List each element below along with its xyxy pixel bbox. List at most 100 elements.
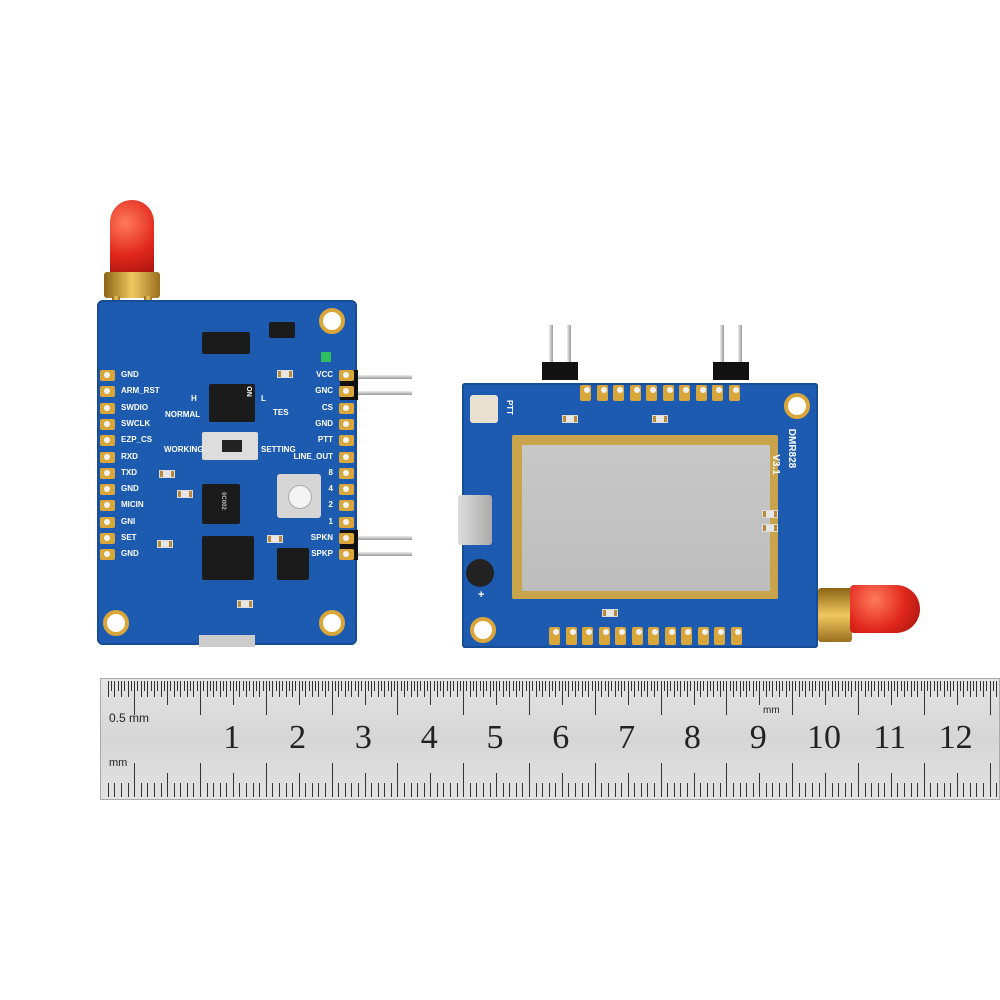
ruler-tick bbox=[792, 681, 794, 715]
ruler-tick bbox=[292, 681, 294, 697]
ruler-tick bbox=[640, 681, 642, 697]
smd-component bbox=[237, 600, 253, 608]
ruler-tick bbox=[568, 783, 570, 797]
ruler-tick bbox=[190, 681, 192, 691]
ruler-tick bbox=[706, 783, 708, 797]
ruler-tick bbox=[877, 783, 879, 797]
pin-label: GNC bbox=[315, 386, 333, 396]
ruler-bottom-unit: mm bbox=[109, 757, 128, 769]
edge-pad bbox=[339, 451, 354, 463]
ruler-tick bbox=[785, 681, 787, 697]
ruler-tick bbox=[917, 681, 919, 697]
ruler-tick bbox=[525, 681, 527, 691]
pin-label: 2 bbox=[328, 500, 333, 510]
ruler-tick bbox=[621, 681, 623, 697]
edge-pad bbox=[631, 627, 643, 645]
ruler-tick bbox=[864, 783, 866, 797]
ruler-number: 11 bbox=[873, 719, 907, 756]
ruler-tick bbox=[499, 681, 501, 691]
ruler-tick bbox=[361, 681, 363, 691]
ruler-tick bbox=[864, 681, 866, 697]
ruler-tick bbox=[407, 681, 409, 691]
ruler-tick bbox=[430, 681, 432, 705]
ruler-tick bbox=[469, 783, 471, 797]
ruler-tick bbox=[430, 773, 432, 797]
smd-component bbox=[177, 490, 193, 498]
ruler-tick bbox=[584, 681, 586, 691]
ruler-tick bbox=[482, 783, 484, 797]
ruler-tick bbox=[588, 681, 590, 697]
pin-label: GND bbox=[121, 549, 139, 559]
ruler-tick bbox=[456, 783, 458, 797]
ruler-tick bbox=[729, 681, 731, 691]
rotary-switch[interactable] bbox=[277, 474, 321, 518]
edge-pad bbox=[339, 402, 354, 414]
ruler-tick bbox=[232, 773, 234, 797]
ruler-number: 12 bbox=[938, 719, 973, 756]
micro-usb-port[interactable] bbox=[458, 495, 492, 545]
ruler-tick bbox=[219, 783, 221, 797]
ruler-tick bbox=[390, 681, 392, 697]
ruler-tick bbox=[278, 681, 280, 697]
ruler-tick bbox=[867, 681, 869, 691]
ruler-tick bbox=[529, 763, 530, 797]
ruler-tick bbox=[575, 681, 577, 697]
ruler-tick bbox=[157, 681, 159, 691]
ruler-tick bbox=[920, 681, 922, 691]
ruler-tick bbox=[930, 681, 932, 697]
ruler-tick bbox=[344, 783, 346, 797]
ruler-tick bbox=[252, 681, 254, 697]
ruler-tick bbox=[719, 783, 721, 797]
ptt-button[interactable] bbox=[470, 395, 498, 423]
edge-pad bbox=[339, 516, 354, 528]
ruler-tick bbox=[147, 681, 149, 697]
ruler-number: 4 bbox=[420, 719, 438, 756]
ruler-tick bbox=[881, 681, 883, 691]
ruler-tick bbox=[200, 681, 201, 715]
ruler-tick bbox=[950, 783, 952, 797]
ruler-tick bbox=[969, 783, 971, 797]
ruler-tick bbox=[239, 783, 241, 797]
ruler-tick bbox=[242, 681, 244, 691]
pin-label: LINE_OUT bbox=[293, 451, 333, 461]
slide-switch[interactable] bbox=[202, 432, 258, 460]
ruler-tick bbox=[607, 681, 609, 697]
edge-pad bbox=[714, 627, 725, 645]
usb-port bbox=[199, 635, 255, 647]
regulator bbox=[269, 322, 295, 338]
ruler-tick bbox=[828, 681, 830, 691]
ruler-tick bbox=[700, 783, 702, 797]
ruler-tick bbox=[825, 773, 827, 797]
pin-label: SPKN bbox=[310, 533, 333, 542]
smd-component bbox=[652, 415, 668, 423]
ruler-tick bbox=[953, 681, 955, 691]
ruler-tick bbox=[140, 681, 142, 697]
ruler-tick bbox=[259, 681, 261, 697]
ruler-tick bbox=[956, 773, 958, 797]
ruler-tick bbox=[696, 681, 698, 691]
ruler-tick bbox=[719, 681, 721, 697]
edge-pad bbox=[100, 402, 115, 414]
ruler-tick bbox=[121, 783, 123, 797]
header-pin bbox=[738, 325, 742, 375]
ruler-tick bbox=[838, 783, 840, 797]
ruler-tick bbox=[667, 783, 669, 797]
pin-label: GNI bbox=[121, 516, 136, 526]
ruler-tick bbox=[548, 681, 550, 697]
ruler-tick bbox=[529, 681, 530, 715]
ruler-tick bbox=[450, 681, 452, 697]
ruler-tick bbox=[555, 681, 557, 697]
mount-hole bbox=[470, 617, 496, 643]
smd-component bbox=[562, 415, 578, 423]
ruler-tick bbox=[601, 681, 603, 697]
ruler-tick bbox=[848, 681, 850, 691]
ruler-tick bbox=[614, 783, 616, 797]
working-label: WORKING bbox=[164, 445, 204, 454]
ruler-number: 2 bbox=[289, 719, 307, 756]
ruler-tick bbox=[542, 681, 544, 697]
edge-pad bbox=[339, 435, 354, 447]
dip-switch[interactable]: ON bbox=[209, 384, 255, 422]
ruler-tick bbox=[295, 681, 297, 691]
ruler-tick bbox=[565, 681, 567, 691]
ruler-tick bbox=[943, 681, 945, 697]
